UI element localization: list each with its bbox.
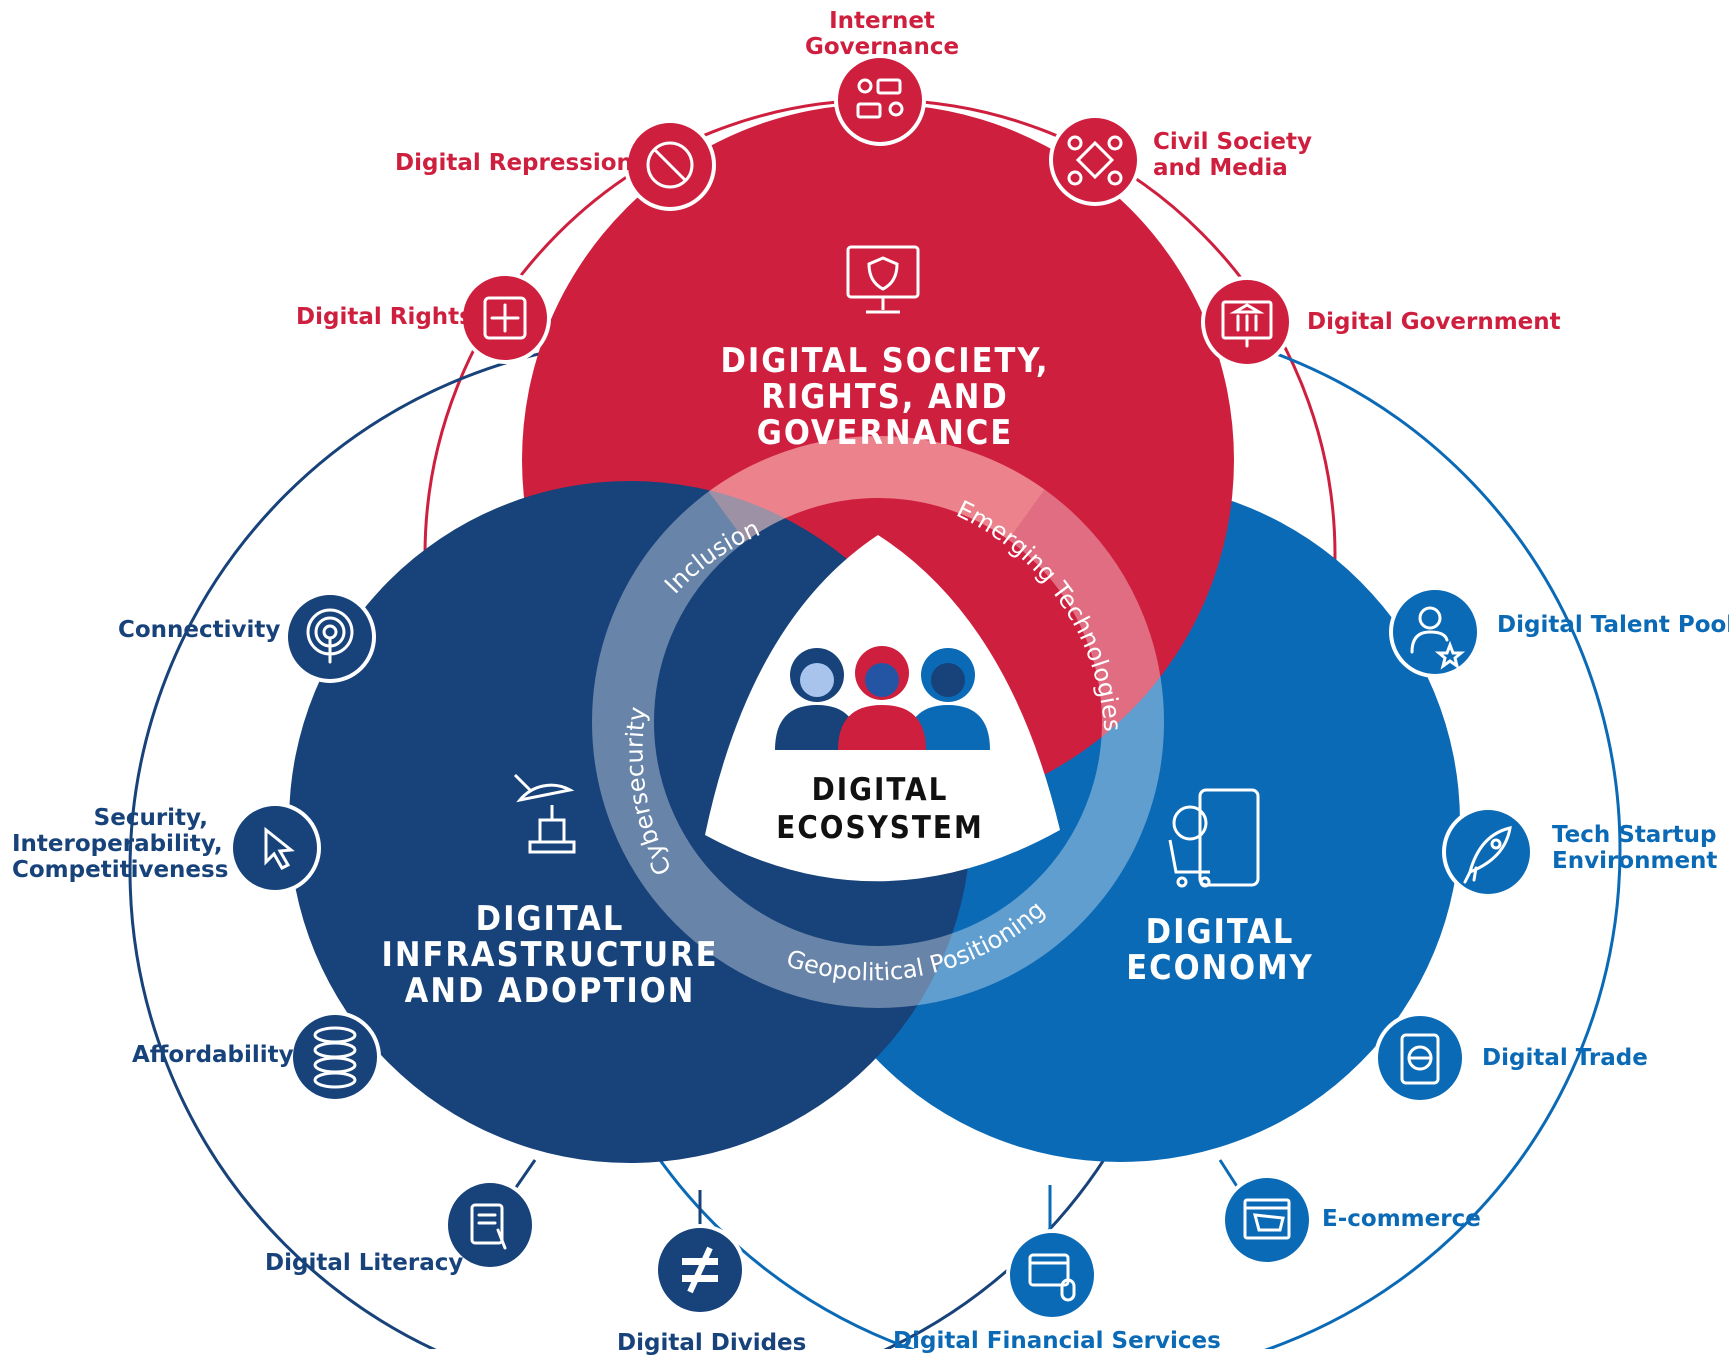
globe-tablet-icon — [1400, 1033, 1440, 1085]
infra-title-3: AND ADOPTION — [405, 971, 696, 1011]
society-title-2: RIGHTS, AND — [761, 377, 1008, 417]
cursor-icon — [264, 826, 295, 870]
label-digital-financial: Digital Financial Services — [893, 1328, 1221, 1354]
chat-users-icon — [856, 78, 904, 119]
label-digital-trade: Digital Trade — [1482, 1045, 1648, 1071]
government-monitor-icon — [1221, 300, 1273, 348]
antenna-signal-icon — [306, 608, 354, 664]
economy-title-2: ECONOMY — [1126, 948, 1314, 988]
label-civil-society: Civil Society and Media — [1153, 129, 1312, 181]
center-title-1: DIGITAL — [812, 772, 949, 808]
person-star-icon — [1410, 606, 1466, 670]
infra-title-2: INFRASTRUCTURE — [381, 935, 718, 975]
economy-title-1: DIGITAL — [1146, 912, 1295, 952]
label-digital-divides: Digital Divides — [617, 1330, 807, 1356]
label-internet-governance: Internet Governance — [802, 8, 962, 60]
label-ecommerce: E-commerce — [1322, 1206, 1481, 1232]
society-title-1: DIGITAL SOCIETY, — [720, 341, 1049, 381]
label-tech-startup-l2: Environment — [1552, 848, 1718, 874]
infra-title-1: DIGITAL — [476, 899, 625, 939]
label-tech-startup-l1: Tech Startup — [1552, 822, 1717, 848]
society-title-3: GOVERNANCE — [757, 413, 1014, 453]
tablet-touch-icon — [470, 1203, 507, 1250]
prohibited-icon — [646, 141, 694, 189]
network-people-icon — [1067, 135, 1123, 186]
label-civil-society-l1: Civil Society — [1153, 129, 1313, 155]
center-title-2: ECOSYSTEM — [776, 810, 983, 846]
label-digital-literacy: Digital Literacy — [265, 1250, 464, 1276]
online-payment-icon — [1028, 1253, 1076, 1302]
label-digital-government: Digital Government — [1307, 309, 1561, 335]
label-talent-pool: Digital Talent Pool — [1497, 612, 1729, 638]
label-security-l1: Security, — [93, 805, 208, 831]
label-security-l2: Interoperability, — [12, 831, 223, 857]
satellite-dish-icon — [513, 773, 576, 854]
label-affordability: Affordability — [132, 1042, 294, 1068]
rocket-icon — [1463, 826, 1512, 884]
secure-monitor-icon — [846, 245, 920, 314]
label-security: Security, Interoperability, Competitiven… — [12, 805, 229, 883]
label-digital-repression: Digital Repression — [395, 150, 633, 176]
people-group-icon — [775, 646, 990, 750]
shopping-cart-browser-icon — [1243, 1198, 1291, 1240]
inner-ring — [592, 436, 1164, 1008]
label-connectivity: Connectivity — [118, 617, 281, 643]
circuit-handshake-icon — [483, 296, 527, 340]
coins-stack-icon — [313, 1026, 357, 1089]
label-tech-startup: Tech Startup Environment — [1552, 822, 1717, 874]
mobile-commerce-icon — [1168, 788, 1260, 888]
label-digital-rights: Digital Rights — [296, 304, 473, 330]
label-internet-governance-l1: Internet — [829, 8, 935, 34]
label-civil-society-l2: and Media — [1153, 155, 1288, 181]
label-internet-governance-l2: Governance — [804, 34, 960, 60]
not-equal-icon — [682, 1246, 718, 1294]
label-security-l3: Competitiveness — [12, 857, 229, 883]
